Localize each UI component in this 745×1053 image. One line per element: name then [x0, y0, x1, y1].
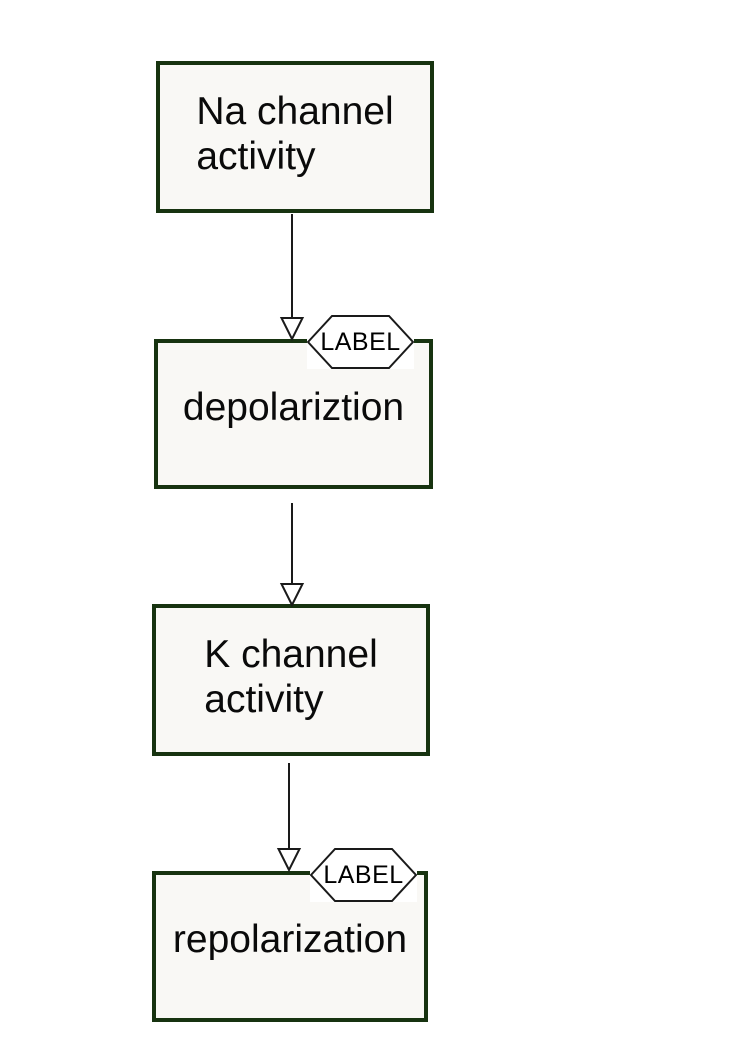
node-label: K channel activity	[204, 633, 378, 721]
arrowhead-icon	[279, 583, 305, 608]
edge-label-badge-1[interactable]: LABEL	[307, 315, 414, 369]
hexagon-icon	[307, 315, 414, 369]
arrowhead-icon	[276, 848, 302, 873]
node-na-channel-activity[interactable]: Na channel activity	[156, 61, 434, 213]
node-label: Na channel activity	[196, 90, 394, 178]
edge-arrow-3[interactable]	[276, 763, 302, 873]
hexagon-icon	[310, 848, 417, 902]
arrowhead-icon	[279, 317, 305, 342]
node-k-channel-activity[interactable]: K channel activity	[152, 604, 430, 756]
edge-label-badge-2[interactable]: LABEL	[310, 848, 417, 902]
edge-label-text: LABEL	[323, 860, 404, 889]
edge-label-text: LABEL	[320, 327, 401, 356]
node-label: repolarization	[172, 918, 408, 961]
node-repolarization[interactable]: repolarization	[152, 871, 428, 1022]
edge-arrow-1[interactable]	[279, 214, 305, 342]
edge-arrow-2[interactable]	[279, 503, 305, 608]
node-label: depolariztion	[182, 385, 405, 429]
